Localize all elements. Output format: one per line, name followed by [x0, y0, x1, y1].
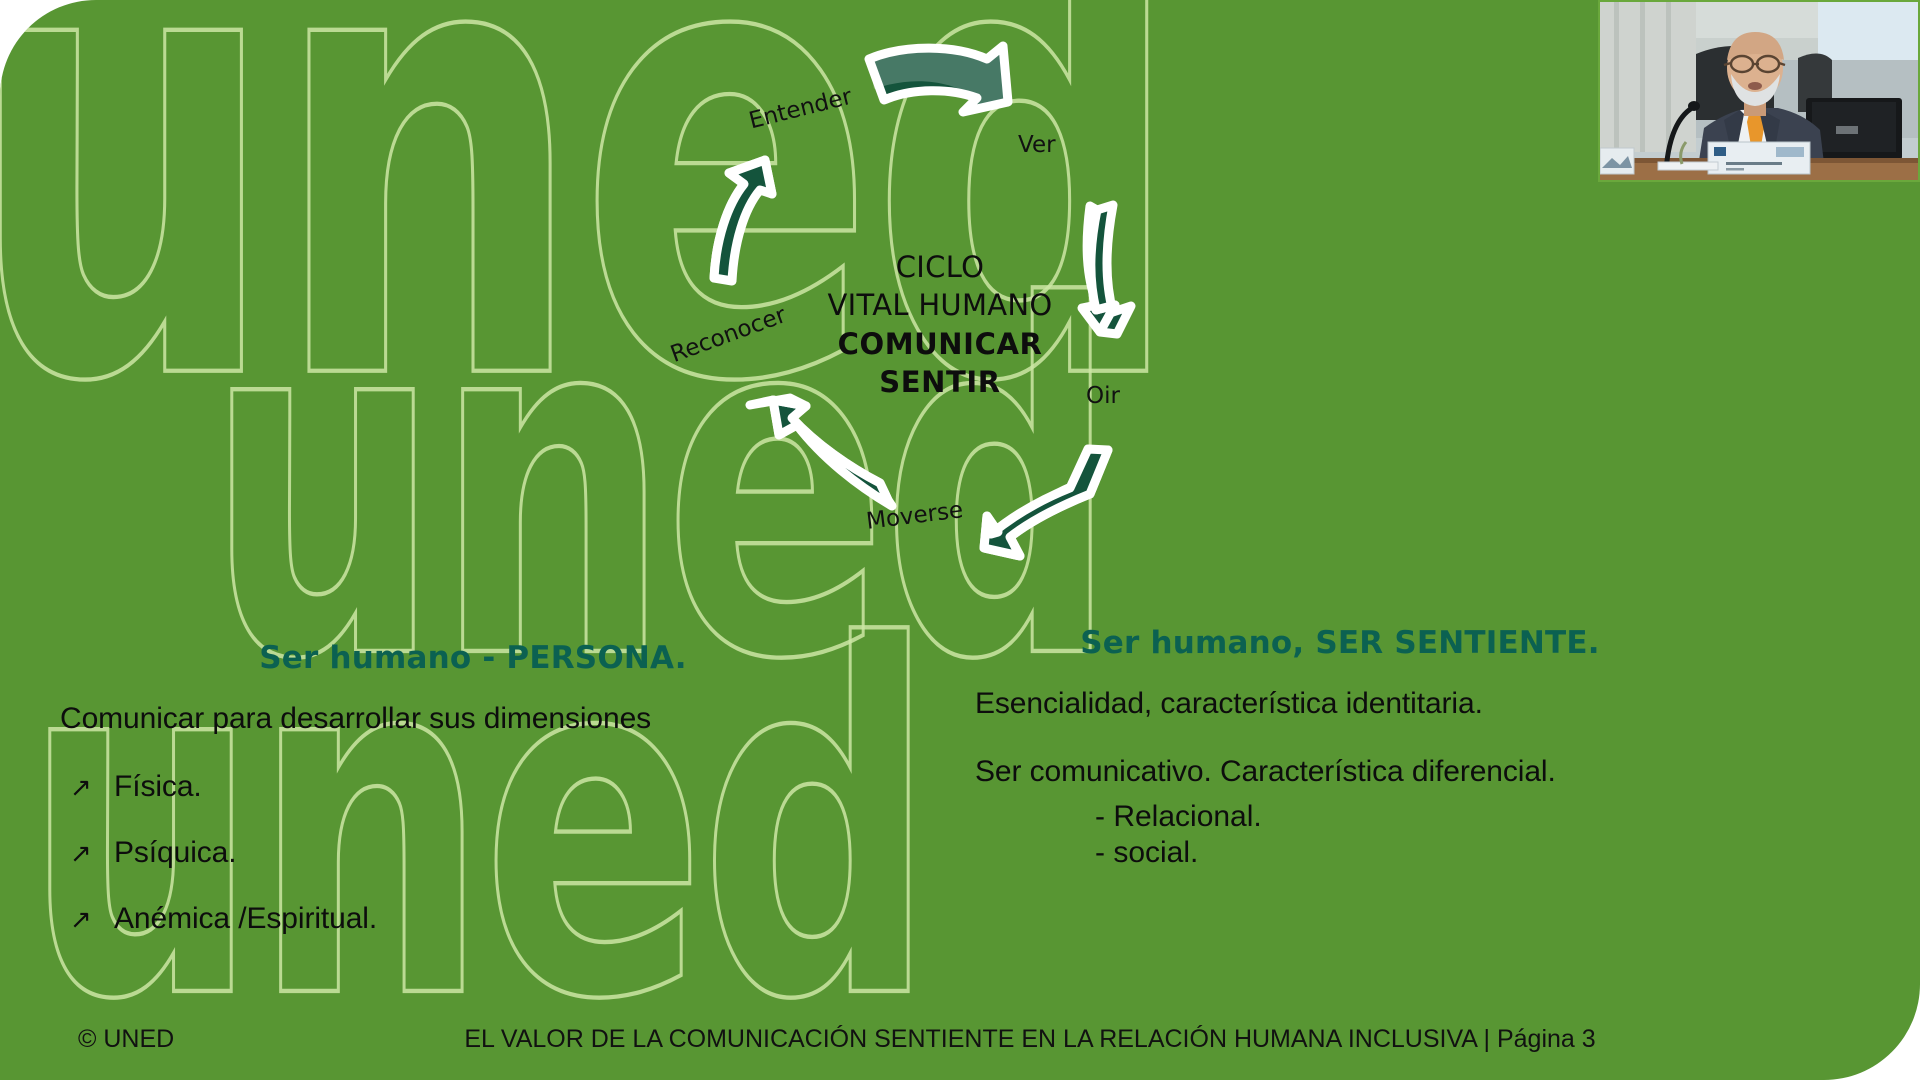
- right-column-line-1: Esencialidad, característica identitaria…: [975, 687, 1483, 720]
- cycle-center-text: CICLO VITAL HUMANO COMUNICAR SENTIR: [780, 248, 1100, 401]
- cycle-label-oir: Oir: [1086, 383, 1120, 409]
- cycle-center-line-4: SENTIR: [879, 364, 1001, 399]
- footer-title: EL VALOR DE LA COMUNICACIÓN SENTIENTE EN…: [464, 1025, 1596, 1053]
- footer-copyright: © UNED: [78, 1025, 175, 1053]
- list-item-label: Anémica /Espiritual.: [114, 901, 378, 935]
- arrow-oir-to-moverse-icon: [979, 444, 1113, 561]
- arrow-reconocer-to-entender-icon: [709, 155, 777, 286]
- cycle-center-line-2: VITAL HUMANO: [827, 288, 1053, 323]
- arrow-moverse-to-reconocer-icon: [745, 393, 897, 511]
- right-content-column: Ser humano, SER SENTIENTE. Esencialidad,…: [975, 625, 1765, 871]
- arrow-up-right-icon: ↗: [70, 838, 92, 869]
- right-column-sub-item: - Relacional.: [1095, 800, 1262, 834]
- list-item: ↗ Psíquica.: [60, 836, 860, 870]
- arrow-ver-to-oir-icon: [1077, 200, 1136, 339]
- presenter-video-frame: [1600, 2, 1918, 180]
- cycle-center-line-3: COMUNICAR: [837, 326, 1043, 361]
- right-column-heading: Ser humano, SER SENTIENTE.: [1080, 625, 1600, 661]
- right-column-line-2: Ser comunicativo. Característica diferen…: [975, 754, 1556, 788]
- left-content-column: Ser humano - PERSONA. Comunicar para des…: [60, 640, 860, 946]
- right-column-sub-item: - social.: [1095, 835, 1199, 869]
- left-column-heading: Ser humano - PERSONA.: [259, 640, 687, 676]
- arrow-up-right-icon: ↗: [70, 772, 92, 803]
- list-item-label: Psíquica.: [114, 835, 237, 869]
- list-item: ↗ Física.: [60, 770, 860, 804]
- list-item-label: Física.: [114, 769, 202, 803]
- left-column-intro: Comunicar para desarrollar sus dimension…: [60, 702, 652, 735]
- list-item: ↗ Anémica /Espiritual.: [60, 902, 860, 936]
- cycle-label-ver: Ver: [1018, 132, 1056, 158]
- cycle-center-line-1: CICLO: [895, 250, 985, 284]
- arrow-up-right-icon: ↗: [70, 904, 92, 935]
- presenter-video-inset[interactable]: [1598, 0, 1920, 182]
- arrow-entender-to-ver-icon: [864, 41, 1013, 117]
